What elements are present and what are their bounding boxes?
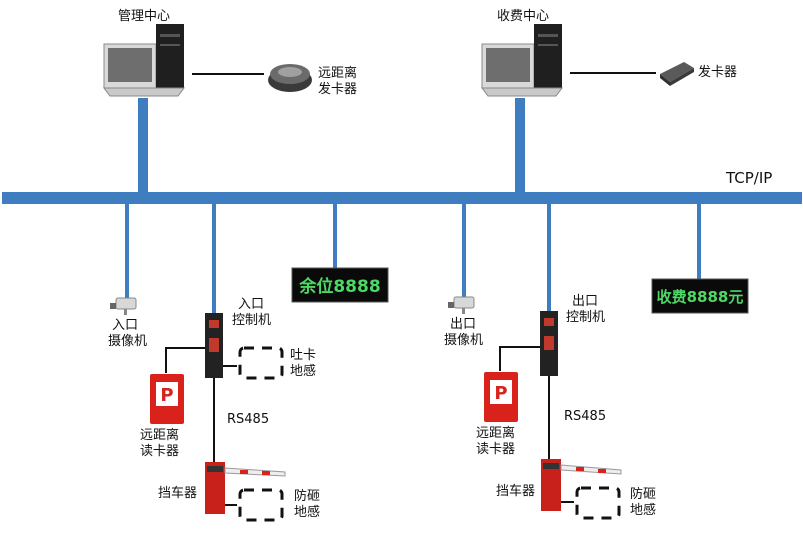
entrance-barrier-label: 挡车器 xyxy=(158,486,198,501)
mgmt-reader-label-2: 发卡器 xyxy=(318,82,358,97)
entrance-barrier-icon xyxy=(205,462,286,514)
mgmt-reader-label-1: 远距离 xyxy=(318,66,358,81)
exit-barrier-icon xyxy=(541,459,622,511)
fee-reader-label: 发卡器 xyxy=(698,65,738,80)
long-range-issuer-icon xyxy=(268,64,312,92)
drop-space-display xyxy=(333,204,337,269)
card-issuer-icon xyxy=(660,62,694,86)
mgmt-uplink xyxy=(138,98,148,194)
exit-loop2-label-2: 地感 xyxy=(630,503,657,518)
entrance-loop1-label-1: 吐卡 xyxy=(290,348,317,363)
entrance-loop2-label-2: 地感 xyxy=(294,505,321,520)
entrance-safety-loop-icon xyxy=(238,488,284,522)
entrance-loop1-label-2: 地感 xyxy=(290,364,317,379)
exit-controller-label-1: 出口 xyxy=(572,294,599,309)
entrance-controller-label-1: 入口 xyxy=(238,297,265,312)
entrance-reader-label-2: 读卡器 xyxy=(140,444,180,459)
entrance-card-loop-icon xyxy=(238,346,284,380)
entrance-loop2-label-1: 防砸 xyxy=(294,489,321,504)
network-label: TCP/IP xyxy=(726,169,773,187)
space-display-text: 余位8888 xyxy=(298,276,380,297)
exit-reader-icon: P xyxy=(484,372,518,422)
exit-reader-label-1: 远距离 xyxy=(476,426,516,441)
drop-exit-camera xyxy=(462,204,466,298)
entrance-camera-label-1: 入口 xyxy=(112,318,139,333)
entrance-reader-label-1: 远距离 xyxy=(140,428,180,443)
exit-loop2-label-1: 防砸 xyxy=(630,487,657,502)
exit-safety-loop-icon xyxy=(575,486,621,520)
exit-controller-label-2: 控制机 xyxy=(566,310,606,325)
exit-camera-label-2: 摄像机 xyxy=(444,333,484,348)
entrance-controller-label-2: 控制机 xyxy=(232,313,272,328)
entrance-controller-icon xyxy=(205,313,223,378)
fee-uplink xyxy=(515,98,525,194)
entrance-camera-icon xyxy=(110,297,137,315)
exit-reader-label-2: 读卡器 xyxy=(476,442,516,457)
exit-camera-label-1: 出口 xyxy=(450,317,477,332)
mgmt-computer-icon xyxy=(103,24,185,97)
svg-text:P: P xyxy=(160,385,173,406)
drop-entrance-camera xyxy=(125,204,129,299)
entrance-bus-label: RS485 xyxy=(227,412,270,427)
fee-center-title: 收费中心 xyxy=(497,9,550,24)
exit-bus-label: RS485 xyxy=(564,409,607,424)
drop-entrance-controller xyxy=(212,204,216,314)
entrance-camera-label-2: 摄像机 xyxy=(108,334,148,349)
svg-text:P: P xyxy=(494,383,507,404)
fee-display-text: 收费8888元 xyxy=(657,288,744,306)
entrance-reader-icon: P xyxy=(150,374,184,424)
exit-controller-icon xyxy=(540,311,558,376)
drop-fee-display xyxy=(697,204,701,280)
drop-exit-controller xyxy=(547,204,551,314)
tcp-ip-bus xyxy=(2,192,802,204)
fee-computer-icon xyxy=(481,24,563,97)
exit-barrier-label: 挡车器 xyxy=(496,484,536,499)
space-display: 余位8888 xyxy=(291,267,389,303)
fee-display: 收费8888元 xyxy=(651,278,749,314)
mgmt-center-title: 管理中心 xyxy=(118,9,171,24)
exit-camera-icon xyxy=(448,296,475,314)
